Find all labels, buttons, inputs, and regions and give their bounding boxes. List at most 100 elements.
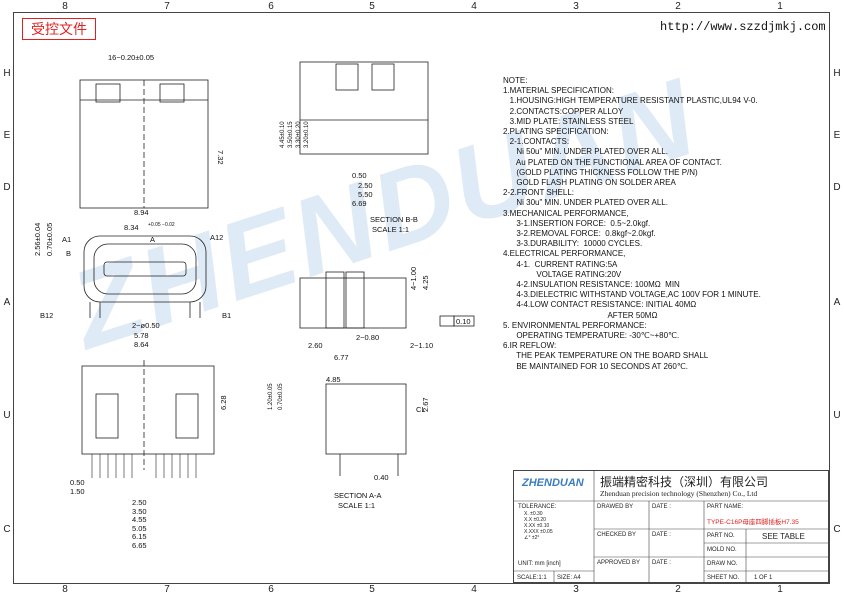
- dim-250: 2.50: [358, 181, 373, 190]
- dim-b350: 3.50: [132, 507, 147, 516]
- dim-628: 6.28: [219, 395, 228, 410]
- specification-notes: NOTE: 1.MATERIAL SPECIFICATION: 1.HOUSIN…: [503, 76, 761, 371]
- dim-669: 6.69: [352, 199, 367, 208]
- dim-894: 8.94: [134, 208, 149, 217]
- dim-260: 2.60: [308, 341, 323, 350]
- section-bb-view: [299, 61, 429, 155]
- section-aa-scale: SCALE 1:1: [338, 501, 375, 510]
- label-b12: B12: [40, 311, 53, 320]
- label-a12: A12: [210, 233, 223, 242]
- grid-row-label: H: [833, 68, 841, 79]
- dim-445: 4.45±0.10: [280, 121, 286, 148]
- company-name-en: Zhenduan precision technology (Shenzhen)…: [600, 489, 758, 498]
- dim-330: 3.30±0.20: [296, 121, 302, 148]
- section-bb-title: SECTION B-B: [370, 215, 418, 224]
- front-view-shell: [83, 235, 207, 303]
- grid-col-label: 7: [164, 584, 170, 595]
- dim-040: 0.40: [374, 473, 389, 482]
- grid-col-label: 5: [369, 584, 375, 595]
- dim-677: 6.77: [334, 353, 349, 362]
- dim-050: 0.50: [352, 171, 367, 180]
- website-url[interactable]: http://www.szzdjmkj.com: [660, 20, 826, 34]
- tolerance-row: X. ±0.30: [524, 511, 543, 517]
- drawed-by-label: DRAWED BY: [597, 504, 634, 510]
- company-logo: ZHENDUAN: [522, 477, 584, 489]
- see-table-value: SEE TABLE: [762, 532, 805, 541]
- dim-425: 4.25: [421, 275, 430, 290]
- grid-col-label: 6: [268, 1, 274, 12]
- dim-b250: 2.50: [132, 498, 147, 507]
- dim-256: 2.56±0.04: [33, 223, 42, 256]
- dim-732: 7.32: [216, 150, 225, 165]
- bottom-view-body: [81, 365, 215, 455]
- dim-b505: 5.05: [132, 524, 147, 533]
- grid-row-label: U: [3, 410, 11, 421]
- dim-320: 3.20±0.10: [304, 121, 310, 148]
- dim-b615: 6.15: [132, 532, 147, 541]
- grid-row-label: A: [833, 297, 841, 308]
- grid-row-label: E: [3, 130, 11, 141]
- grid-row-label: D: [833, 182, 841, 193]
- dim-100: 4−1.00: [409, 267, 418, 290]
- date-label: DATE :: [652, 504, 671, 510]
- grid-col-label: 2: [675, 584, 681, 595]
- dim-578: 5.78: [134, 331, 149, 340]
- side-view-body: [299, 277, 407, 329]
- grid-row-label: E: [833, 130, 841, 141]
- dim-550: 5.50: [358, 190, 373, 199]
- section-bb-scale: SCALE 1:1: [372, 225, 409, 234]
- label-a1: A1: [62, 235, 71, 244]
- grid-col-label: 8: [62, 584, 68, 595]
- sheet-no-value: 1 OF 1: [754, 575, 773, 581]
- tolerance-label: TOLERANCE:: [518, 504, 557, 510]
- grid-col-label: 5: [369, 1, 375, 12]
- dim-2050: 2−ø0.50: [132, 321, 160, 330]
- grid-col-label: 8: [62, 1, 68, 12]
- tolerance-row: X.XX ±0.10: [524, 523, 550, 529]
- title-block-grid: [514, 471, 830, 584]
- dim-b665: 6.65: [132, 541, 147, 550]
- dim-b455: 4.55: [132, 515, 147, 524]
- dim-top-width: 16−0.20±0.05: [108, 53, 154, 62]
- grid-col-label: 3: [573, 584, 579, 595]
- grid-col-label: 1: [777, 584, 783, 595]
- label-b1: B1: [222, 311, 231, 320]
- dim-070: 0.70±0.05: [45, 223, 54, 256]
- grid-col-label: 3: [573, 1, 579, 12]
- grid-row-label: C: [3, 524, 11, 535]
- grid-col-label: 4: [471, 1, 477, 12]
- part-name-value: TYPE-C16P母座四脚插板H7.35: [707, 519, 799, 526]
- marker-a: A: [150, 235, 155, 244]
- dim-350: 3.50±0.15: [288, 121, 294, 148]
- dim-834-tol: +0.05 −0.02: [148, 222, 175, 228]
- scale-label: SCALE:1:1: [517, 575, 547, 581]
- size-label: SIZE: A4: [557, 575, 581, 581]
- dim-280: 2−0.80: [356, 333, 379, 342]
- sheet-no-label: SHEET NO.: [707, 575, 740, 581]
- tolerance-row: X.XXX ±0.05: [524, 529, 553, 535]
- date-label: DATE :: [652, 532, 671, 538]
- company-name-cn: 振端精密科技（深圳）有限公司: [600, 475, 769, 489]
- grid-col-label: 6: [268, 584, 274, 595]
- draw-no-label: DRAW NO.: [707, 561, 738, 567]
- date-label: DATE :: [652, 560, 671, 566]
- tolerance-row: X.X ±0.20: [524, 517, 546, 523]
- grid-col-label: 7: [164, 1, 170, 12]
- section-aa-view: [325, 383, 407, 455]
- checked-by-label: CHECKED BY: [597, 532, 637, 538]
- grid-row-label: A: [3, 297, 11, 308]
- drawing-frame: [13, 12, 830, 584]
- dim-010: 0.10: [456, 317, 471, 326]
- dim-267: 2.67: [421, 397, 430, 412]
- grid-row-label: D: [3, 182, 11, 193]
- unit-label: UNIT: mm [inch]: [518, 561, 561, 567]
- mold-no-label: MOLD NO.: [707, 547, 737, 553]
- dim-834: 8.34: [124, 223, 139, 232]
- label-cl: CL: [416, 405, 426, 414]
- part-no-label: PART NO.: [707, 533, 735, 539]
- grid-row-label: H: [3, 68, 11, 79]
- dim-b050: 0.50: [70, 478, 85, 487]
- part-name-label: PART NAME:: [707, 504, 744, 510]
